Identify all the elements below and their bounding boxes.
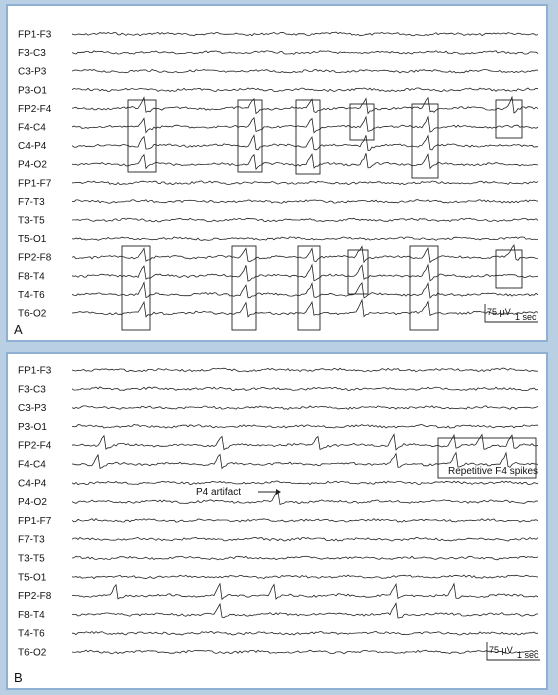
- f4-spikes-label: Repetitive F4 spikes: [448, 466, 538, 477]
- channel-label: FP2-F8: [18, 591, 52, 602]
- spike-highlight-box: [295, 99, 321, 175]
- f4-spikes-box: [437, 437, 537, 479]
- eeg-trace: [71, 236, 539, 241]
- spike-highlight-box: [121, 245, 151, 331]
- channel-label: F3-C3: [18, 48, 46, 59]
- spike-highlight-box: [411, 103, 439, 179]
- eeg-trace: [71, 480, 539, 486]
- channel-label: F8-T4: [18, 610, 45, 621]
- eeg-trace: [71, 405, 539, 410]
- eeg-trace: [71, 298, 539, 318]
- channel-label: T5-O1: [18, 234, 47, 245]
- channel-label: P3-O1: [18, 85, 47, 96]
- eeg-trace: [71, 199, 539, 204]
- spike-highlight-box: [495, 249, 523, 289]
- channel-label: FP1-F7: [18, 178, 52, 189]
- channel-label: F4-C4: [18, 460, 46, 471]
- eeg-trace: [71, 217, 539, 223]
- f4-spikes-annotation: Repetitive F4 spikes: [437, 437, 538, 479]
- eeg-trace: [71, 630, 539, 636]
- eeg-trace: [71, 490, 539, 506]
- scale-time-a: 1 sec: [515, 312, 537, 322]
- panel-letter-a: A: [14, 322, 23, 337]
- channel-label: C4-P4: [18, 141, 47, 152]
- channel-label: P4-O2: [18, 160, 47, 171]
- channel-label: T3-T5: [18, 554, 45, 565]
- channel-label: C4-P4: [18, 478, 47, 489]
- spike-highlight-box: [127, 99, 157, 173]
- spike-highlight-box: [409, 245, 439, 331]
- eeg-trace: [71, 649, 539, 655]
- eeg-trace: [71, 386, 539, 392]
- eeg-trace: [71, 115, 539, 134]
- eeg-trace: [71, 87, 539, 93]
- channel-label: C3-P3: [18, 67, 47, 78]
- artifact-arrow-head: [276, 489, 281, 495]
- eeg-traces-b: FP1-F3F3-C3C3-P3P3-O1FP2-F4F4-C4C4-P4P4-…: [14, 366, 540, 685]
- spike-highlight-box: [231, 245, 257, 331]
- eeg-trace: [71, 134, 539, 151]
- eeg-trace: [71, 263, 539, 282]
- spike-highlight-box: [347, 249, 369, 295]
- eeg-trace: [71, 95, 539, 115]
- spike-highlight-box: [237, 99, 263, 173]
- eeg-trace: [71, 433, 539, 451]
- channel-label: FP1-F7: [18, 516, 52, 527]
- eeg-trace: [71, 536, 539, 542]
- channel-label: FP1-F3: [18, 30, 52, 41]
- scale-bar-b: 75 µV 1 sec: [486, 642, 540, 661]
- channel-label: F7-T3: [18, 197, 45, 208]
- channel-label: F7-T3: [18, 535, 45, 546]
- eeg-trace: [71, 582, 539, 601]
- channel-label: P3-O1: [18, 422, 47, 433]
- channel-label: F8-T4: [18, 271, 45, 282]
- scale-amplitude-b: 75 µV: [489, 645, 513, 655]
- channel-label: C3-P3: [18, 403, 47, 414]
- channel-label: FP2-F8: [18, 253, 52, 264]
- eeg-trace: [71, 180, 539, 186]
- p4-artifact-label: P4 artifact: [196, 487, 241, 498]
- p4-artifact-annotation: P4 artifact: [196, 487, 281, 498]
- spike-highlight-box: [349, 103, 375, 141]
- panel-letter-b: B: [14, 670, 23, 685]
- channel-label: T6-O2: [18, 309, 47, 320]
- eeg-trace: [71, 367, 539, 373]
- channel-label: FP2-F4: [18, 104, 52, 115]
- spike-highlight-box: [297, 245, 321, 331]
- eeg-trace: [71, 281, 539, 299]
- channel-label: P4-O2: [18, 497, 47, 508]
- eeg-trace: [71, 68, 539, 74]
- eeg-traces-a: FP1-F3F3-C3C3-P3P3-O1FP2-F4F4-C4C4-P4P4-…: [14, 30, 539, 337]
- scale-amplitude-a: 75 µV: [487, 307, 511, 317]
- eeg-trace: [71, 244, 539, 264]
- scale-bar-a: 75 µV 1 sec: [484, 304, 538, 323]
- channel-label: T3-T5: [18, 216, 45, 227]
- channel-label: T5-O1: [18, 572, 47, 583]
- channel-label: FP2-F4: [18, 441, 52, 452]
- eeg-trace: [71, 602, 539, 619]
- eeg-trace: [71, 518, 539, 523]
- eeg-trace: [71, 50, 539, 55]
- eeg-trace: [71, 451, 539, 470]
- channel-label: T4-T6: [18, 629, 45, 640]
- eeg-trace: [71, 31, 539, 37]
- eeg-trace: [71, 152, 539, 171]
- channel-label: F3-C3: [18, 384, 46, 395]
- eeg-trace: [71, 555, 539, 561]
- eeg-trace: [71, 424, 539, 429]
- eeg-trace: [71, 574, 539, 580]
- channel-label: F4-C4: [18, 123, 46, 134]
- channel-label: T6-O2: [18, 648, 47, 659]
- channel-label: T4-T6: [18, 290, 45, 301]
- channel-label: FP1-F3: [18, 366, 52, 377]
- scale-time-b: 1 sec: [517, 650, 539, 660]
- spike-highlight-box: [495, 99, 523, 139]
